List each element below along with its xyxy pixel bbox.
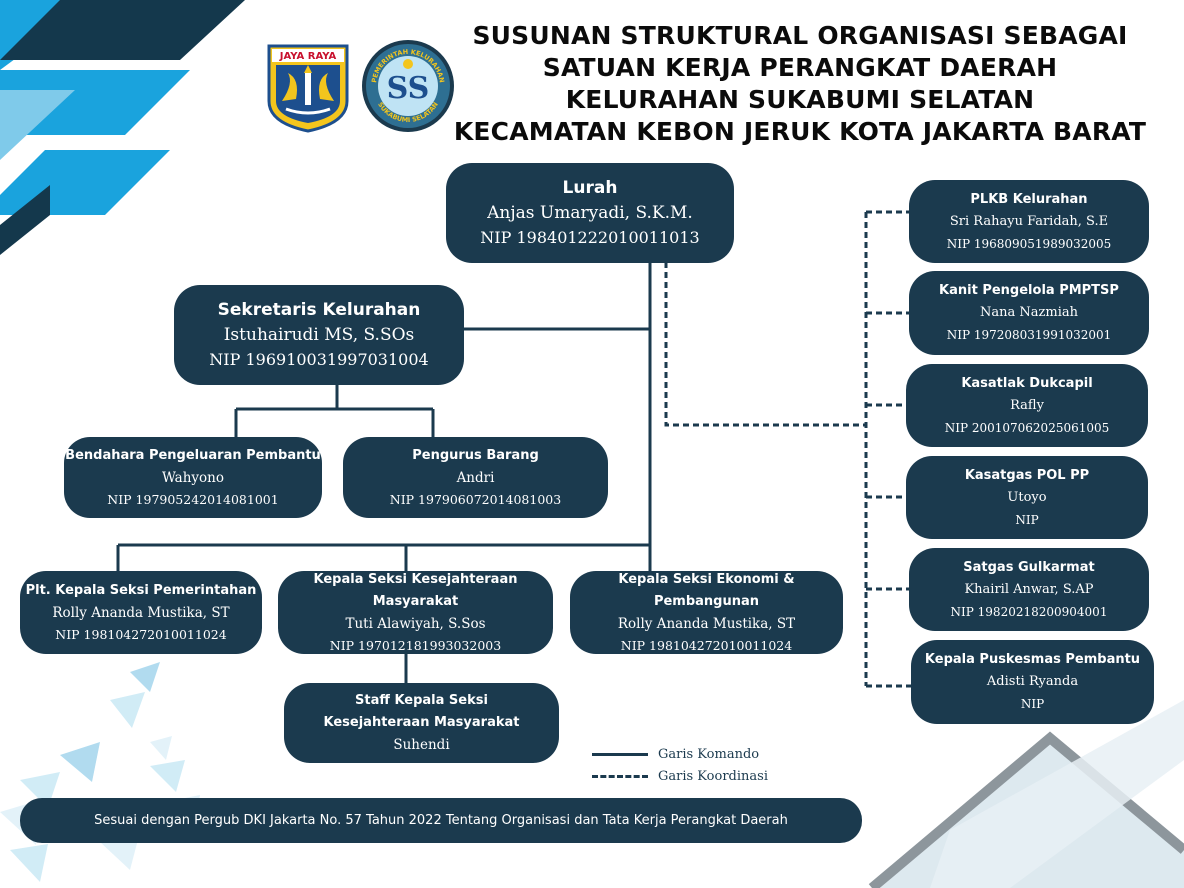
footer-regulation-note: Sesuai dengan Pergub DKI Jakarta No. 57 … [20, 798, 862, 843]
node-role: Kepala Seksi Ekonomi & Pembangunan [618, 571, 795, 609]
kelurahan-sukabumi-selatan-logo: PEMERINTAH KELURAHAN SUKABUMI SELATAN SS [360, 38, 456, 134]
top-left-stripes [0, 0, 245, 255]
node-kasi-pemerintahan: Plt. Kepala Seksi Pemerintahan Rolly Ana… [20, 571, 262, 654]
node-kanit-pmptsp: Kanit Pengelola PMPTSP Nana Nazmiah NIP … [909, 271, 1149, 355]
node-nip: NIP 198401222010011013 [480, 228, 700, 247]
node-name: Andri [456, 469, 495, 486]
jaya-raya-emblem: JAYA RAYA [266, 43, 350, 133]
node-name: Utoyo [1007, 489, 1047, 505]
node-role-line-2: Kesejahteraan Masyarakat [323, 715, 520, 730]
legend-label: Garis Koordinasi [658, 768, 768, 784]
node-lurah: Lurah Anjas Umaryadi, S.K.M. NIP 1984012… [446, 163, 734, 263]
dashed-line-swatch [592, 774, 648, 778]
node-role: Kepala Seksi Kesejahteraan Masyarakat [313, 571, 518, 609]
legend: Garis Komando Garis Koordinasi [592, 743, 768, 787]
node-role: Lurah [562, 178, 618, 198]
node-name: Istuhairudi MS, S.SOs [223, 325, 415, 345]
page-title: SUSUNAN STRUKTURAL ORGANISASI SEBAGAI SA… [440, 20, 1160, 148]
node-name: Wahyono [161, 469, 225, 486]
node-role: Kasatlak Dukcapil [961, 375, 1093, 391]
node-nip: NIP 198104272010011024 [55, 626, 227, 642]
node-sekretaris-kelurahan: Sekretaris Kelurahan Istuhairudi MS, S.S… [174, 285, 464, 385]
bottom-right-chevrons [868, 700, 1184, 888]
node-nip: NIP 197906072014081003 [389, 491, 562, 507]
node-satgas-gulkarmat: Satgas Gulkarmat Khairil Anwar, S.AP NIP… [909, 548, 1149, 631]
node-name: Rafly [1010, 397, 1044, 413]
legend-item-coordination: Garis Koordinasi [592, 765, 768, 787]
title-line-4: KECAMATAN KEBON JERUK KOTA JAKARTA BARAT [453, 117, 1147, 146]
node-name: Khairil Anwar, S.AP [964, 581, 1094, 597]
legend-item-command: Garis Komando [592, 743, 768, 765]
jaya-raya-text: JAYA RAYA [279, 51, 337, 62]
node-nip: NIP 197208031991032001 [946, 328, 1112, 342]
node-nip: NIP 196809051989032005 [946, 236, 1112, 251]
node-nip: NIP 200107062025061005 [944, 420, 1110, 435]
node-nip: NIP [1020, 697, 1045, 711]
node-nip: NIP 197905242014081001 [107, 491, 279, 507]
node-staff-kesejahteraan: Staff Kepala Seksi Kesejahteraan Masyara… [284, 683, 559, 763]
node-name: Adisti Ryanda [986, 674, 1079, 689]
node-pengurus-barang: Pengurus Barang Andri NIP 19790607201408… [343, 437, 608, 518]
title-line-1: SUSUNAN STRUKTURAL ORGANISASI SEBAGAI [472, 21, 1128, 50]
node-role: PLKB Kelurahan [970, 191, 1088, 207]
node-plkb-kelurahan: PLKB Kelurahan Sri Rahayu Faridah, S.E N… [909, 180, 1149, 263]
node-role: Bendahara Pengeluaran Pembantu [65, 447, 321, 463]
node-name: Rolly Ananda Mustika, ST [617, 615, 796, 632]
node-role: Plt. Kepala Seksi Pemerintahan [25, 582, 257, 598]
node-nip: NIP [1015, 512, 1039, 527]
node-nip: NIP 198104272010011024 [620, 637, 793, 653]
node-name: Sri Rahayu Faridah, S.E [949, 213, 1109, 229]
title-line-3: KELURAHAN SUKABUMI SELATAN [565, 85, 1035, 114]
node-nip: NIP 19820218200904001 [950, 604, 1108, 619]
node-nip: NIP 197012181993032003 [329, 637, 502, 653]
node-kasi-kesejahteraan: Kepala Seksi Kesejahteraan Masyarakat Tu… [278, 571, 553, 654]
node-name: Tuti Alawiyah, S.Sos [345, 615, 486, 632]
node-role: Kasatgas POL PP [964, 467, 1090, 483]
title-line-2: SATUAN KERJA PERANGKAT DAERAH [542, 53, 1058, 82]
command-lines [116, 262, 652, 684]
node-name: Rolly Ananda Mustika, ST [52, 604, 230, 621]
node-role-line-1: Staff Kepala Seksi [355, 693, 488, 708]
node-role: Sekretaris Kelurahan [217, 300, 421, 320]
solid-line-swatch [592, 752, 648, 756]
node-nip: NIP 196910031997031004 [209, 350, 429, 369]
coordination-lines [664, 210, 911, 688]
node-name: Anjas Umaryadi, S.K.M. [487, 203, 693, 223]
node-name: Suhendi [393, 737, 450, 753]
node-kasatlak-dukcapil: Kasatlak Dukcapil Rafly NIP 200107062025… [906, 364, 1148, 447]
kelurahan-logo-monogram: SS [387, 71, 430, 106]
node-role: Satgas Gulkarmat [963, 559, 1095, 575]
node-role: Kanit Pengelola PMPTSP [939, 283, 1119, 298]
node-kasi-ekonomi-pembangunan: Kepala Seksi Ekonomi & Pembangunan Rolly… [570, 571, 843, 654]
node-role: Pengurus Barang [412, 447, 539, 463]
node-kepala-puskesmas-pembantu: Kepala Puskesmas Pembantu Adisti Ryanda … [911, 640, 1154, 724]
node-bendahara: Bendahara Pengeluaran Pembantu Wahyono N… [64, 437, 322, 518]
node-name: Nana Nazmiah [980, 305, 1078, 320]
node-kasatgas-pol-pp: Kasatgas POL PP Utoyo NIP [906, 456, 1148, 539]
legend-label: Garis Komando [658, 746, 760, 762]
node-role: Kepala Puskesmas Pembantu [924, 652, 1141, 667]
